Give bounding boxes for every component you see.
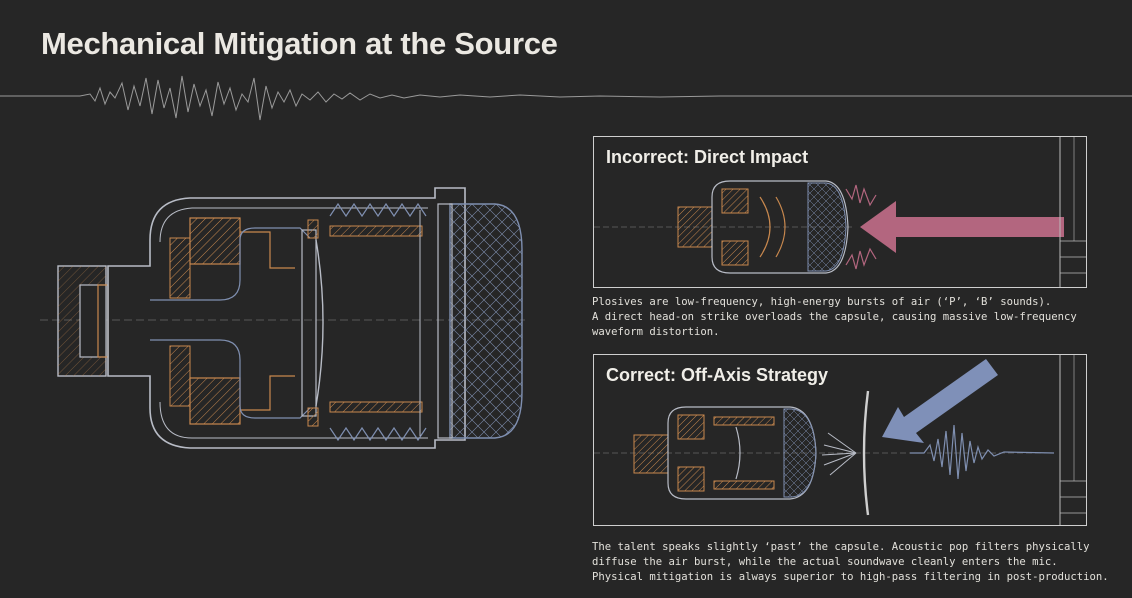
front-grille: [449, 203, 523, 439]
pop-filter: [862, 390, 870, 516]
upper-spring: [329, 202, 427, 218]
incorrect-caption: Plosives are low-frequency, high-energy …: [592, 295, 1112, 340]
off-axis-airflow-arrow: [882, 359, 998, 443]
caption-line: Physical mitigation is always superior t…: [592, 571, 1109, 583]
caption-line: The talent speaks slightly ‘past’ the ca…: [592, 541, 1090, 553]
caption-line: diffuse the air burst, while the actual …: [592, 556, 1058, 568]
incorrect-direct-impact-panel: Incorrect: Direct Impact: [593, 136, 1087, 288]
mic-body-outline: [107, 187, 466, 449]
lower-coil-bar: [329, 401, 423, 413]
diaphragm: [315, 239, 324, 407]
diffused-air-rays: [821, 432, 857, 476]
clean-soundwave: [910, 424, 1055, 480]
caption-line: A direct head-on strike overloads the ca…: [592, 311, 1077, 323]
caption-line: waveform distortion.: [592, 326, 720, 338]
lower-spring: [329, 426, 427, 442]
direct-airflow-arrow: [860, 201, 1064, 253]
correct-caption: The talent speaks slightly ‘past’ the ca…: [592, 540, 1127, 585]
panel-title: Correct: Off-Axis Strategy: [606, 365, 829, 385]
upper-coil-bar: [329, 225, 423, 237]
off-axis-illustration: [594, 355, 1086, 525]
page-title: Mechanical Mitigation at the Source: [41, 26, 558, 61]
upper-magnet-block: [189, 217, 241, 265]
header-waveform-line: [0, 75, 1132, 121]
distortion-wave: [845, 184, 877, 270]
header-waveform: [0, 75, 1132, 121]
microphone-cross-section: [40, 187, 525, 449]
panel-title: Incorrect: Direct Impact: [606, 147, 809, 167]
lower-magnet-block: [189, 377, 241, 425]
caption-line: Plosives are low-frequency, high-energy …: [592, 296, 1052, 308]
correct-off-axis-panel: Correct: Off-Axis Strategy: [593, 354, 1087, 526]
direct-impact-illustration: [594, 137, 1086, 287]
